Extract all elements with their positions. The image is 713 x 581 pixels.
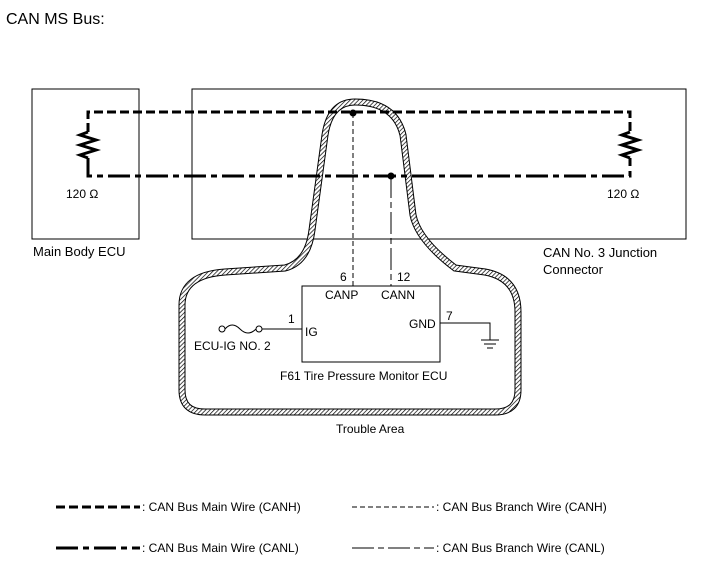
pin-cann-label: CANN: [381, 288, 415, 302]
pin-gnd-label: GND: [409, 317, 436, 331]
ground-icon: [481, 339, 499, 349]
junction-connector-label-line1: CAN No. 3 Junction: [543, 245, 657, 260]
junction-resistor-label: 120 Ω: [607, 187, 639, 201]
main-body-ecu-resistor: [74, 130, 102, 160]
junction-connector-label-line2: Connector: [543, 262, 604, 277]
trouble-area-outline: [178, 98, 522, 416]
junction-resistor: [616, 130, 644, 160]
fuse-right-terminal: [255, 325, 263, 333]
legend-branch-canl-label: : CAN Bus Branch Wire (CANL): [436, 541, 605, 555]
fuse-icon: [224, 324, 257, 334]
legend-main-canl-label: : CAN Bus Main Wire (CANL): [142, 541, 299, 555]
fuse-label: ECU-IG NO. 2: [194, 339, 271, 353]
diagram-title: CAN MS Bus:: [6, 11, 105, 28]
fuse-left-terminal: [218, 325, 226, 333]
main-body-ecu-label: Main Body ECU: [33, 244, 125, 259]
pin-ig-number: 1: [288, 312, 295, 326]
pin-canp-label: CANP: [325, 288, 358, 302]
trouble-area-hatch: [179, 99, 521, 415]
pin-cann-number: 12: [397, 270, 411, 284]
trouble-area-label: Trouble Area: [336, 422, 405, 436]
junction-connector-box: [191, 88, 687, 240]
legend-branch-canh-label: : CAN Bus Branch Wire (CANH): [436, 500, 607, 514]
pin-canp-number: 6: [340, 270, 347, 284]
tire-pressure-ecu-box: [301, 285, 441, 363]
gnd-wire: [440, 322, 491, 340]
pin-gnd-number: 7: [446, 309, 453, 323]
canl-main-wire: [86, 158, 632, 178]
main-body-ecu-resistor-label: 120 Ω: [66, 187, 98, 201]
pin-ig-label: IG: [305, 325, 318, 339]
legend-main-canh-label: : CAN Bus Main Wire (CANH): [142, 500, 301, 514]
canh-main-wire: [86, 110, 632, 132]
main-body-ecu-box: [31, 88, 140, 240]
tire-pressure-ecu-label: F61 Tire Pressure Monitor ECU: [280, 369, 447, 383]
